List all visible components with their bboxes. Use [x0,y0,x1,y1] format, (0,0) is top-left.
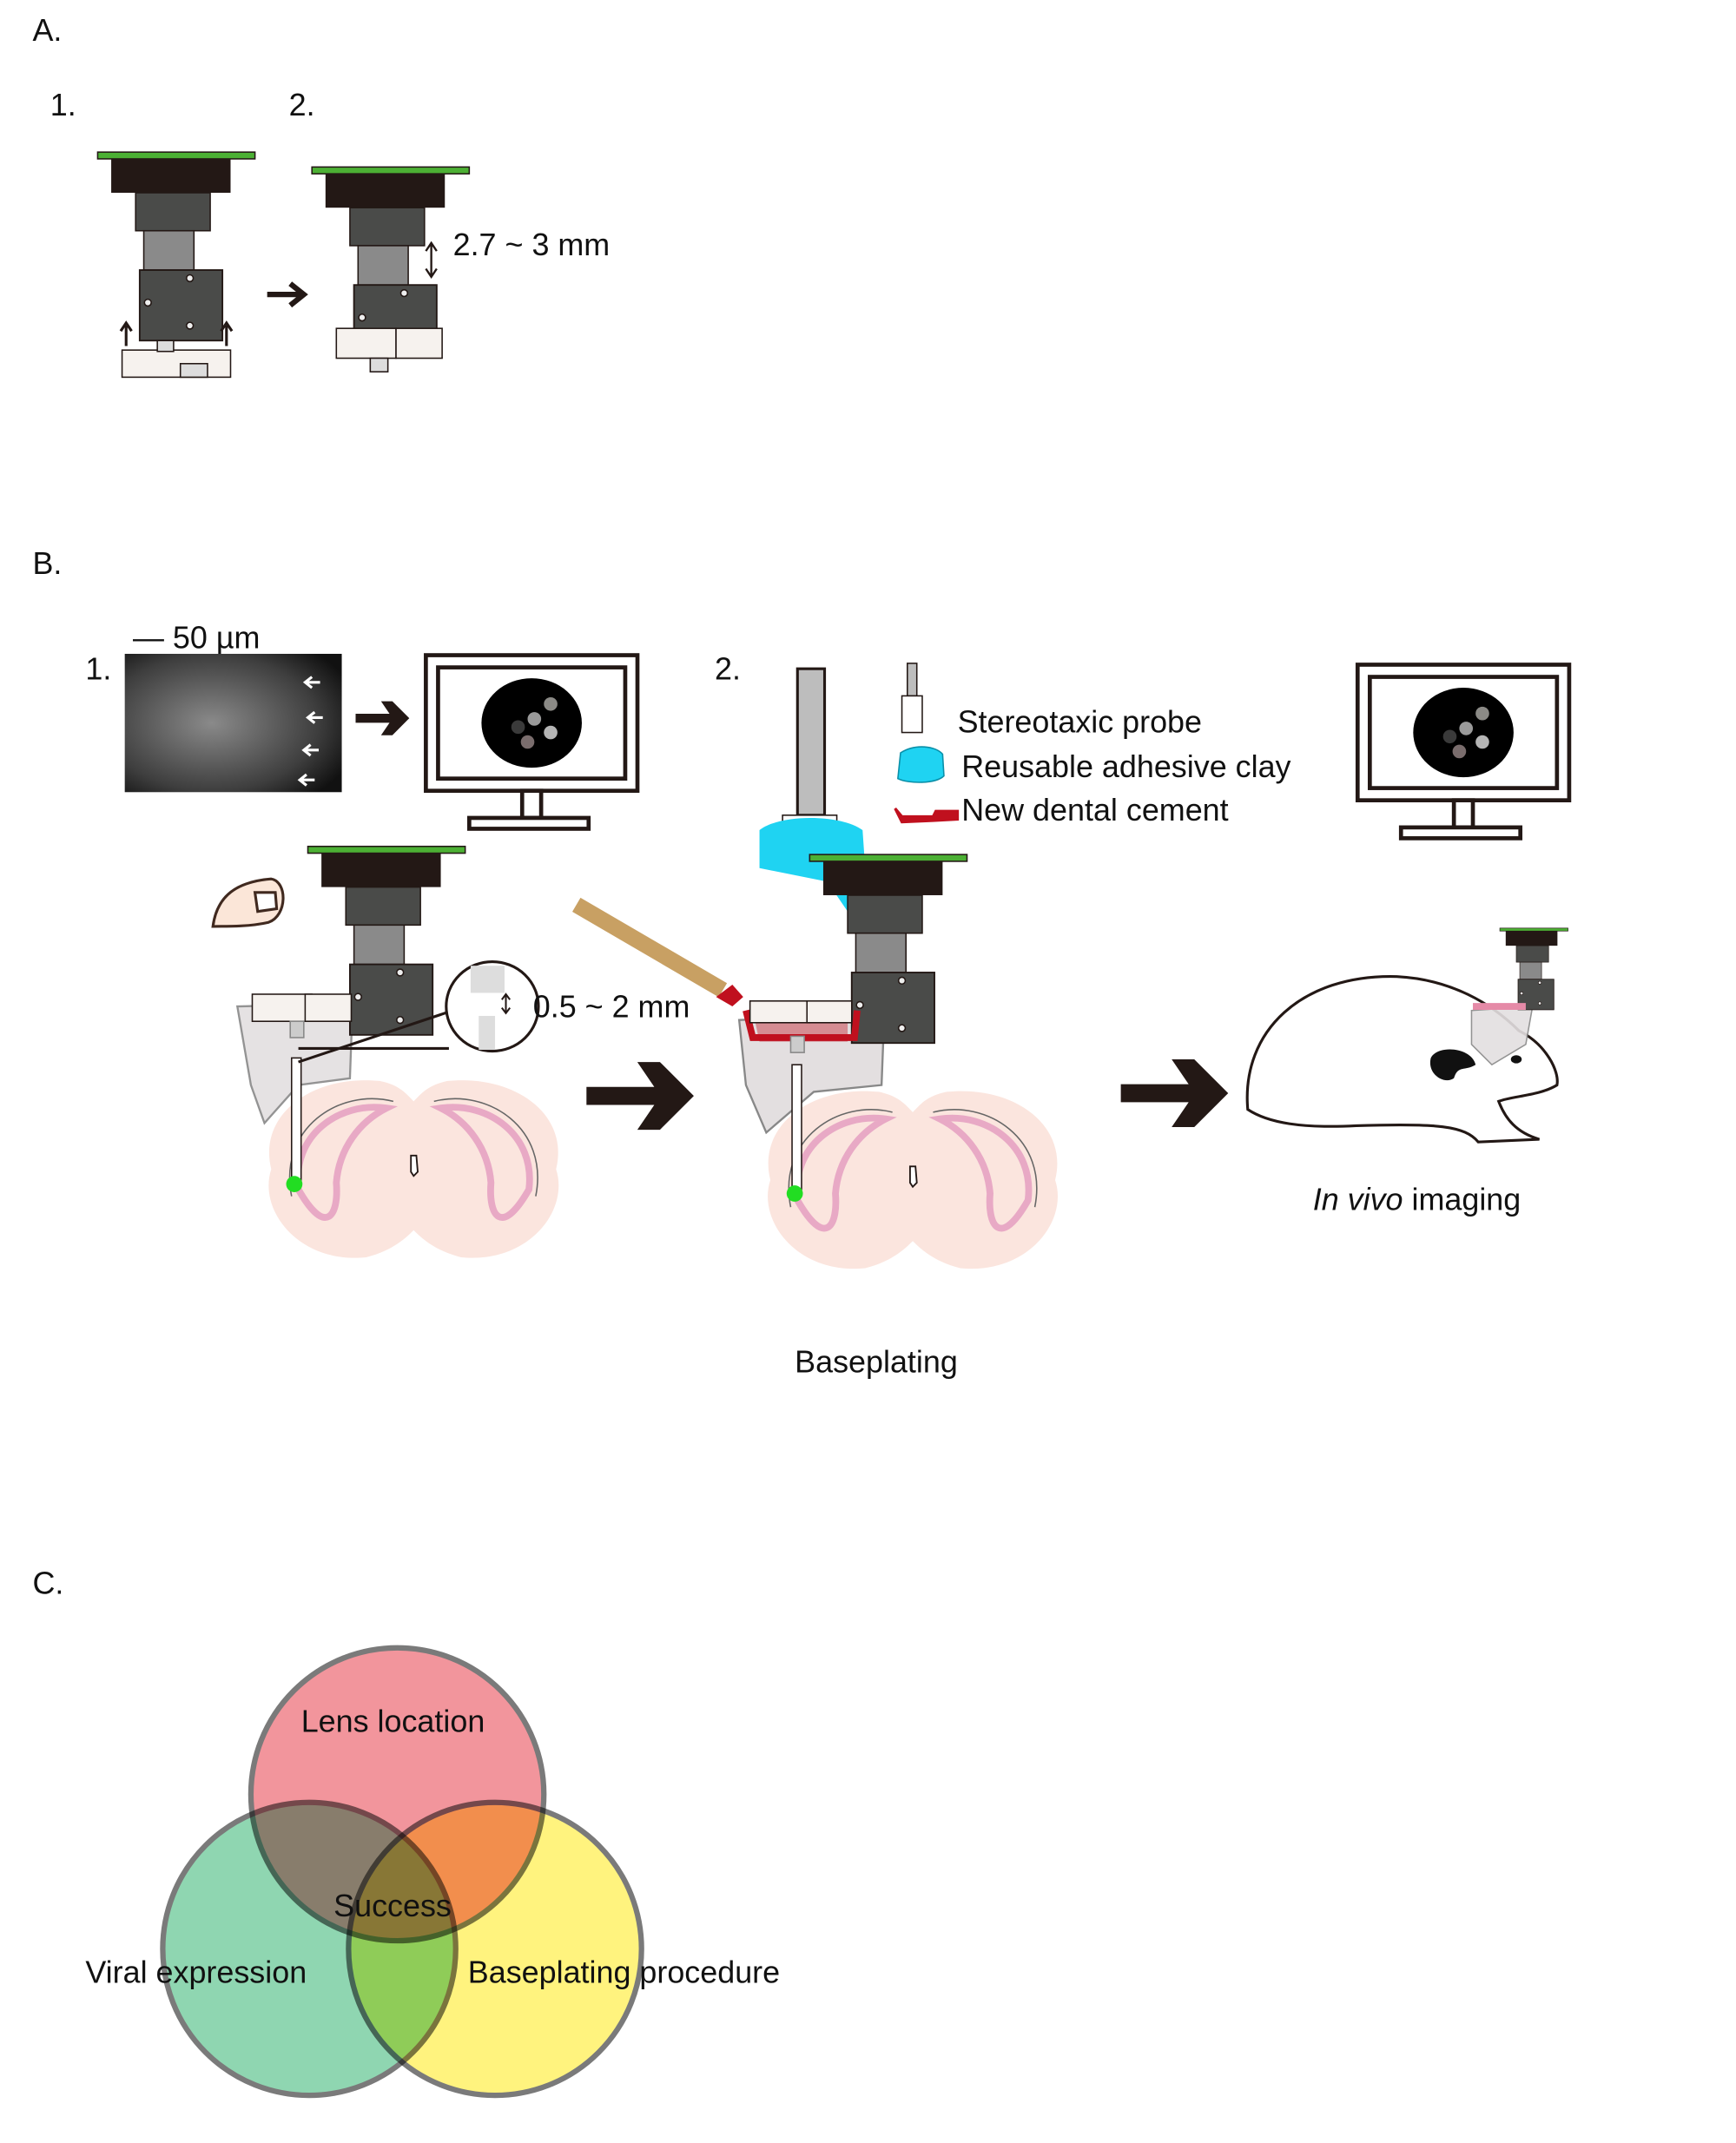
magnifier-inset [298,959,540,1064]
legend-item-cement: New dental cement [894,792,1229,828]
venn-diagram [160,1645,644,2099]
finger-icon [211,877,285,928]
fov-image [124,653,342,793]
legend-label: Reusable adhesive clay [961,748,1290,784]
up-arrow-icon [119,320,133,346]
venn-circle-baseplating [346,1799,644,2099]
microscope-a1 [96,151,256,379]
panel-a-label: A. [32,12,62,48]
arrow-icon [1120,1058,1229,1128]
venn-label-success: Success [333,1888,452,1923]
panel-c-label: C. [32,1565,63,1600]
microscope-b1 [251,845,466,1192]
legend-label: Stereotaxic probe [958,704,1202,740]
legend-item-probe: Stereotaxic probe [901,663,1202,740]
legend-item-clay: Reusable adhesive clay [897,746,1291,784]
mouse-illustration [1245,927,1568,1144]
monitor-icon [1357,664,1569,838]
panel-a-distance: 2.7 ~ 3 mm [453,227,611,262]
panel-b-label: B. [32,545,62,581]
in-vivo-caption: In vivo imaging [1313,1181,1521,1217]
cement-icon [894,808,960,824]
probe-icon [907,663,918,697]
panel-a-step2: 2. [289,87,315,122]
legend-label: New dental cement [961,792,1228,828]
legend: Stereotaxic probe Reusable adhesive clay… [894,663,1291,828]
dental-applicator [572,897,743,1007]
brain-slice-b1 [268,1080,558,1258]
venn-label-lens-location: Lens location [301,1704,485,1739]
double-arrow-icon [425,241,438,279]
up-arrow-icon [220,320,234,346]
venn-label-viral-expression: Viral expression [85,1954,307,1989]
monitor-icon [426,656,637,829]
arrow-icon [586,1062,694,1131]
double-arrow-icon [501,992,512,1015]
scale-bar: — 50 µm [133,620,260,656]
microscope-a2 [311,166,471,373]
panel-b-step2: 2. [715,651,741,687]
venn-label-baseplating: Baseplating procedure [468,1954,780,1989]
panel-a-step1: 1. [50,87,76,122]
microscope-b2 [743,667,968,1202]
arrow-icon [355,701,410,735]
panel-b-step1: 1. [85,651,111,687]
arrow-icon [267,281,308,308]
panel-b-distance: 0.5 ~ 2 mm [533,989,690,1025]
clay-icon [897,746,945,783]
brain-slice-b2 [768,1091,1058,1269]
baseplating-caption: Baseplating [795,1344,958,1380]
